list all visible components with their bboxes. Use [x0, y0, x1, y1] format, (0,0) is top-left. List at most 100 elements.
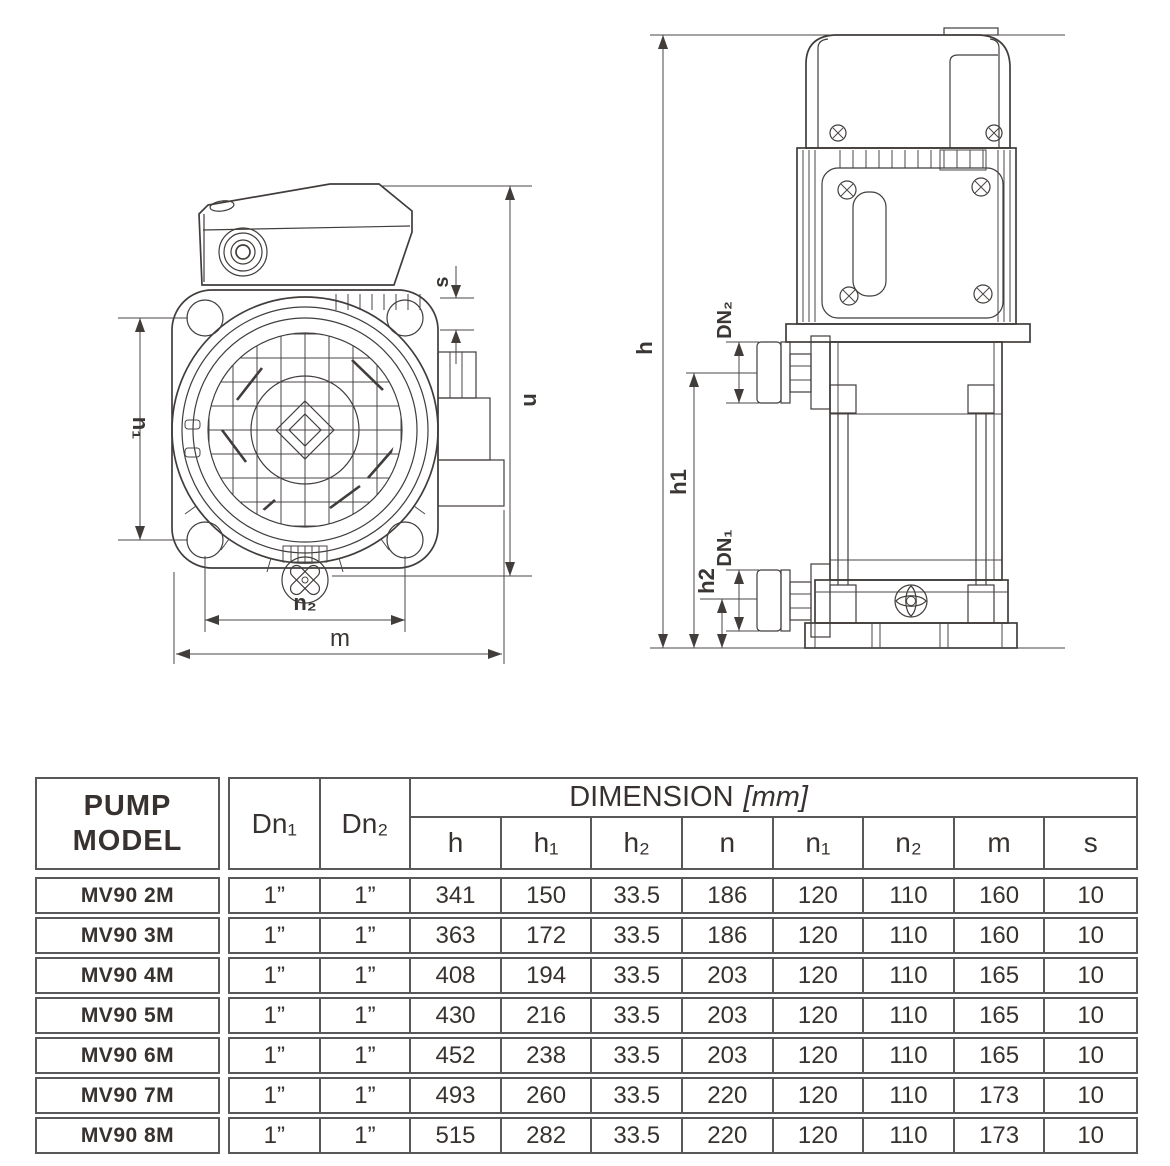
- value-dn2: 1”: [321, 1119, 412, 1152]
- cable-gland-icon: [218, 227, 268, 277]
- value-m: 165: [955, 959, 1046, 992]
- value-dn2: 1”: [321, 919, 412, 952]
- value-n: 203: [683, 1039, 774, 1072]
- model-cell: MV90 5M: [35, 997, 220, 1034]
- value-h2: 33.5: [592, 919, 683, 952]
- value-n2: 110: [864, 1039, 955, 1072]
- value-h1: 282: [502, 1119, 593, 1152]
- side-port: [437, 351, 505, 507]
- drain-plug-front: [281, 545, 329, 604]
- value-s: 10: [1077, 881, 1105, 909]
- dim-h: h: [632, 35, 668, 648]
- values-box: 1” 1” 430 216 33.5 203 120 110 165 10: [228, 997, 1138, 1034]
- terminal-cover-plate: [821, 167, 1004, 319]
- fan-grille-icon: [208, 333, 402, 527]
- value-h2: 33.5: [592, 1119, 683, 1152]
- value-h1: 150: [502, 879, 593, 912]
- model-cell: MV90 8M: [35, 1117, 220, 1154]
- col-header-dn1: Dn₁: [230, 779, 321, 868]
- value-dn2: 1”: [321, 959, 412, 992]
- dim-h1: h1: [666, 372, 757, 648]
- side-view-drawing: h h1 h2: [632, 27, 1065, 649]
- value-h1: 260: [502, 1079, 593, 1112]
- value-n1: 120: [774, 1079, 865, 1112]
- value-dn1: 1”: [230, 879, 321, 912]
- value-n2: 110: [864, 879, 955, 912]
- dim-n: n: [332, 185, 544, 577]
- dimension-table: PUMP MODEL Dn₁ Dn₂ DIMENSION [mm] h h₁ h…: [35, 777, 1138, 1154]
- value-n2: 110: [864, 959, 955, 992]
- dim-label-h: h: [632, 341, 657, 354]
- value-h: 341: [411, 879, 502, 912]
- value-s: 10: [1077, 1041, 1105, 1069]
- value-m: 165: [955, 999, 1046, 1032]
- terminal-box: [198, 183, 413, 286]
- dim-h2: h2: [694, 568, 757, 648]
- table-body: MV90 2M 1” 1” 341 150 33.5 186 120 110 1…: [35, 877, 1138, 1154]
- value-n1: 120: [774, 1119, 865, 1152]
- table-row: MV90 8M 1” 1” 515 282 33.5 220 120 110 1…: [35, 1117, 1138, 1154]
- value-h2: 33.5: [592, 1079, 683, 1112]
- value-h2: 33.5: [592, 959, 683, 992]
- col-header-m: m: [955, 818, 1046, 868]
- value-n2: 110: [864, 1119, 955, 1152]
- dimension-header-box: Dn₁ Dn₂ DIMENSION [mm] h h₁ h₂ n n₁ n₂ m…: [228, 777, 1138, 870]
- dimension-title-text: DIMENSION: [569, 781, 734, 813]
- value-dn1: 1”: [230, 999, 321, 1032]
- table-row: MV90 7M 1” 1” 493 260 33.5 220 120 110 1…: [35, 1077, 1138, 1114]
- dim-label-n1: n₁: [128, 417, 153, 440]
- value-s: 10: [1077, 1121, 1105, 1149]
- value-n1: 120: [774, 959, 865, 992]
- pump-head-band: [785, 323, 1031, 343]
- pump-base: [804, 622, 1018, 649]
- value-dn1: 1”: [230, 959, 321, 992]
- value-n: 203: [683, 959, 774, 992]
- dim-label-h2: h2: [694, 568, 719, 594]
- value-dn2: 1”: [321, 879, 412, 912]
- value-h: 452: [411, 1039, 502, 1072]
- suction-port: [756, 563, 831, 638]
- col-header-n1: n₁: [774, 818, 865, 868]
- value-dn1: 1”: [230, 1039, 321, 1072]
- value-dn2: 1”: [321, 999, 412, 1032]
- value-h2: 33.5: [592, 1039, 683, 1072]
- col-header-h: h: [411, 818, 502, 868]
- dim-label-m: m: [330, 625, 350, 652]
- value-m: 173: [955, 1079, 1046, 1112]
- value-m: 165: [955, 1039, 1046, 1072]
- value-n: 203: [683, 999, 774, 1032]
- shaft-center: [275, 400, 335, 460]
- technical-drawings: s n n₁: [118, 27, 1065, 664]
- plate-screw-icon: [837, 177, 993, 306]
- value-n: 186: [683, 879, 774, 912]
- values-box: 1” 1” 515 282 33.5 220 120 110 173 10: [228, 1117, 1138, 1154]
- value-h: 515: [411, 1119, 502, 1152]
- dim-label-n2: n₂: [293, 590, 316, 615]
- dimension-unit: [mm]: [743, 781, 808, 813]
- table-row: MV90 2M 1” 1” 341 150 33.5 186 120 110 1…: [35, 877, 1138, 914]
- value-h1: 216: [502, 999, 593, 1032]
- dimension-title: DIMENSION [mm]: [411, 779, 1136, 818]
- dim-s: s: [431, 266, 474, 364]
- dim-label-s: s: [431, 276, 453, 287]
- value-h2: 33.5: [592, 879, 683, 912]
- value-n: 220: [683, 1119, 774, 1152]
- value-dn2: 1”: [321, 1079, 412, 1112]
- dim-label-h1: h1: [666, 469, 691, 495]
- col-header-n: n: [683, 818, 774, 868]
- value-h2: 33.5: [592, 999, 683, 1032]
- model-cell: MV90 3M: [35, 917, 220, 954]
- value-s: 10: [1077, 1081, 1105, 1109]
- value-dn1: 1”: [230, 1119, 321, 1152]
- value-n2: 110: [864, 1079, 955, 1112]
- dim-dn2: DN₂: [714, 301, 759, 404]
- model-cell: MV90 6M: [35, 1037, 220, 1074]
- pump-model-header: PUMP MODEL: [35, 777, 220, 870]
- value-s: 10: [1077, 1001, 1105, 1029]
- value-dn2: 1”: [321, 1039, 412, 1072]
- value-h1: 194: [502, 959, 593, 992]
- table-row: MV90 3M 1” 1” 363 172 33.5 186 120 110 1…: [35, 917, 1138, 954]
- dim-label-dn1: DN₁: [714, 529, 736, 566]
- model-cell: MV90 4M: [35, 957, 220, 994]
